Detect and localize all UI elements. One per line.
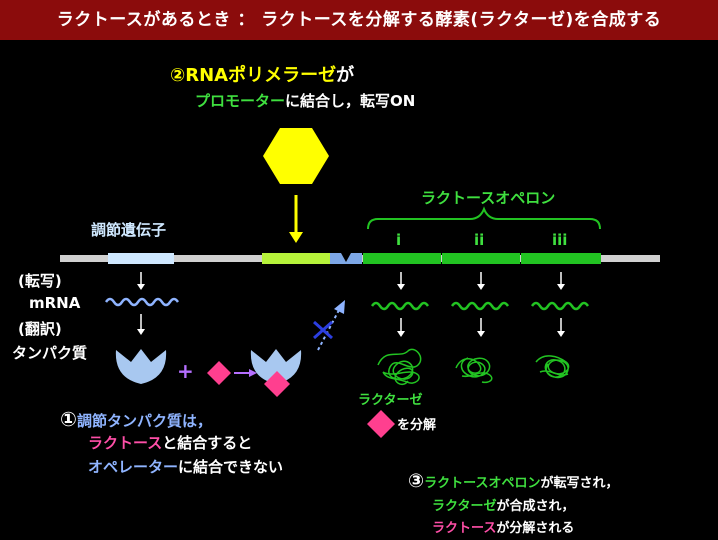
step2-number: ②: [170, 65, 186, 86]
step2-line2-suffix: に結合し，転写ON: [285, 92, 416, 110]
step1-line2: ラクトースと結合すると: [88, 432, 252, 453]
bound-lactose: [264, 371, 290, 397]
blocked-arrow: [317, 309, 340, 351]
degrade-label: を分解: [397, 418, 437, 433]
step2-line1-suffix: が: [336, 65, 355, 86]
step3-operon-label: ラクトースオペロン: [424, 476, 541, 491]
repressor-complex: [250, 349, 302, 384]
regulator-gene-label: 調節遺伝子: [91, 221, 167, 239]
title-bar: [0, 0, 718, 40]
step3-lactose-label: ラクトース: [432, 521, 497, 536]
gene-label-iii: iii: [552, 231, 568, 249]
step1-number: ①: [60, 407, 77, 431]
block-x-icon: [313, 320, 333, 340]
step3-line1: ③ラクトースオペロンが転写され，: [408, 470, 618, 492]
step1-line3-suffix: に結合できない: [178, 458, 284, 476]
step1-operator-label: オペレーター: [88, 458, 179, 476]
mrna-label: mRNA: [29, 294, 81, 312]
step3-line3: ラクトースが分解される: [432, 517, 574, 536]
rna-polymerase-label: RNAポリメラーゼ: [185, 65, 337, 86]
repressor-protein: [115, 349, 167, 384]
step3-line2: ラクターゼが合成され，: [432, 495, 575, 514]
protein-label: タンパク質: [12, 344, 88, 362]
gene-label-i: i: [396, 231, 402, 249]
step3-line2-suffix: が合成され，: [496, 499, 575, 514]
operon-gene-1: [363, 253, 441, 264]
operon-mrna-3: [530, 301, 590, 311]
lactase-label: ラクターゼ: [358, 393, 423, 408]
step3-lactase-label: ラクターゼ: [432, 499, 497, 514]
operon-label: ラクトースオペロン: [421, 189, 556, 207]
translation-label: (翻訳): [18, 320, 62, 338]
page-title: ラクトースがあるとき ： ラクトースを分解する酵素(ラクターゼ)を合成する: [56, 10, 662, 30]
step2-line2: プロモーターに結合し，転写ON: [195, 90, 415, 111]
step1-line1-text: 調節タンパク質は，: [76, 412, 212, 430]
lactase-enzymes: [377, 348, 570, 386]
lactose-diamond: [207, 361, 231, 385]
step1-line1: ①調節タンパク質は，: [60, 407, 212, 431]
step3-line3-suffix: が分解される: [496, 521, 575, 536]
step3-line1-suffix: が転写され，: [540, 476, 619, 491]
operon-mrna-1: [370, 301, 430, 311]
operon-gene-3: [521, 253, 601, 264]
plus-sign: +: [177, 359, 194, 383]
operon-gene-2: [442, 253, 520, 264]
operator-notch: [341, 253, 351, 262]
rna-polymerase-hexagon: [263, 128, 329, 184]
step1-line3: オペレーターに結合できない: [88, 456, 283, 477]
step1-line2-suffix: と結合すると: [162, 434, 253, 452]
gene-label-ii: ii: [474, 231, 485, 249]
regulator-mrna: [104, 297, 180, 307]
promoter-label: プロモーター: [195, 92, 286, 110]
step1-lactose-label: ラクトース: [88, 434, 163, 452]
operon-mrna-2: [450, 301, 510, 311]
operon-arrows: [400, 272, 562, 332]
regulator-gene: [108, 253, 174, 264]
operon-brace: [367, 206, 601, 230]
promoter: [262, 253, 330, 264]
degraded-lactose-diamond: [367, 410, 395, 438]
step2-line1: ②RNAポリメラーゼが: [170, 61, 354, 87]
transcription-label: (転写): [18, 272, 62, 290]
step3-number: ③: [408, 470, 425, 492]
